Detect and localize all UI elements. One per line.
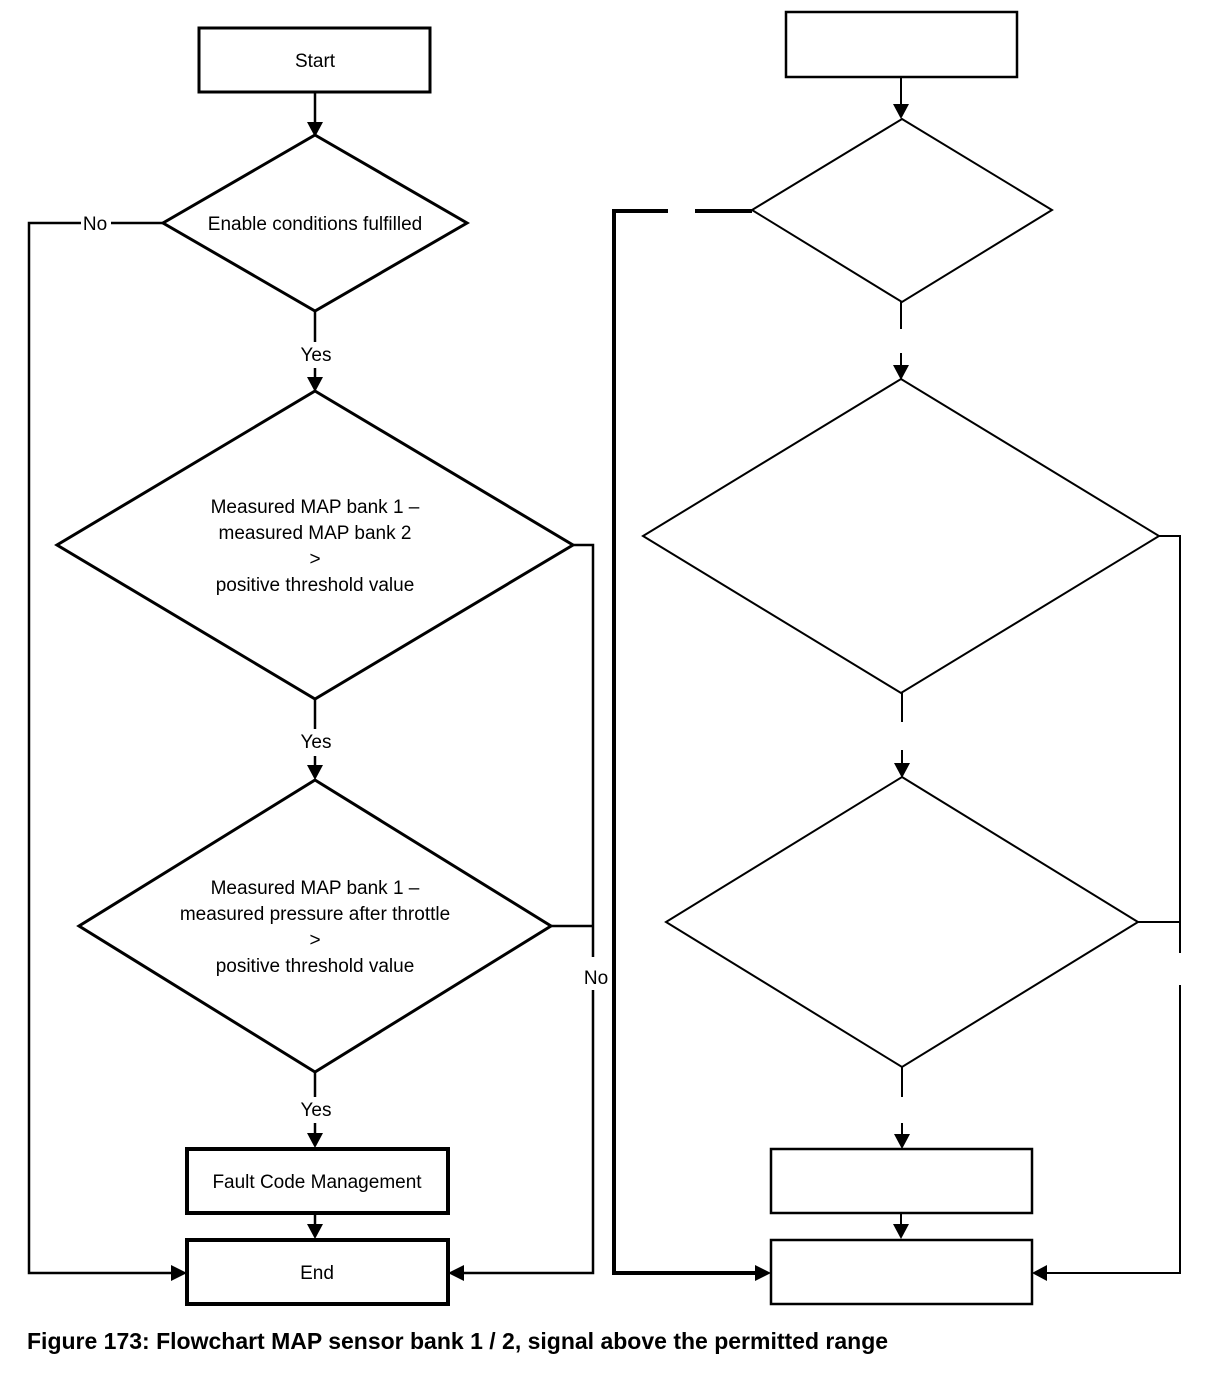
arrowhead-icon bbox=[894, 763, 910, 778]
decision2-empty bbox=[641, 377, 1161, 695]
decision-map-throttle-line3: > bbox=[309, 930, 320, 951]
yes1-label: Yes bbox=[301, 345, 332, 366]
fault-box-empty bbox=[769, 1147, 1034, 1215]
end-box bbox=[185, 1238, 450, 1306]
end-box-empty bbox=[769, 1238, 1034, 1306]
right-flowchart bbox=[612, 10, 1181, 1306]
start-box bbox=[197, 26, 432, 94]
yes2-label: Yes bbox=[301, 732, 332, 753]
decision-map-banks-line3: > bbox=[309, 549, 320, 570]
no-branch-line bbox=[27, 221, 171, 1275]
arrowhead-icon bbox=[171, 1265, 187, 1281]
arrowhead-icon bbox=[448, 1265, 464, 1281]
fault-code-management-box bbox=[185, 1147, 450, 1215]
decision-map-banks bbox=[54, 389, 576, 701]
no-branch-right-line bbox=[464, 543, 595, 1275]
no1-label: No bbox=[83, 214, 107, 235]
left-loop-line bbox=[612, 209, 755, 1275]
no2-label: No bbox=[584, 968, 608, 989]
arrowhead-icon bbox=[307, 765, 323, 780]
figure-caption: Figure 173: Flowchart MAP sensor bank 1 … bbox=[27, 1328, 888, 1354]
arrowhead-icon bbox=[894, 1134, 910, 1149]
decision3-empty bbox=[664, 775, 1140, 1069]
decision-map-throttle-line4: positive threshold value bbox=[216, 956, 415, 977]
arrowhead-icon bbox=[893, 1224, 909, 1239]
right-branch-line bbox=[1047, 535, 1181, 1274]
decision-map-banks-line4: positive threshold value bbox=[216, 575, 415, 596]
decision-map-banks-line2: measured MAP bank 2 bbox=[219, 523, 412, 544]
decision-enable-label: Enable conditions fulfilled bbox=[208, 214, 422, 235]
decision-map-throttle-line1: Measured MAP bank 1 – bbox=[211, 878, 420, 899]
end-label: End bbox=[300, 1263, 334, 1284]
decision1-empty bbox=[750, 117, 1054, 304]
start-label: Start bbox=[295, 51, 336, 72]
arrowhead-icon bbox=[307, 1224, 323, 1239]
decision-map-throttle bbox=[76, 778, 554, 1074]
fault-code-management-label: Fault Code Management bbox=[212, 1172, 422, 1193]
arrowhead-icon bbox=[307, 122, 323, 137]
decision-map-throttle-line2: measured pressure after throttle bbox=[180, 904, 450, 925]
arrowhead-icon bbox=[307, 1133, 323, 1148]
arrowhead-icon bbox=[893, 104, 909, 119]
arrowhead-icon bbox=[307, 377, 323, 392]
yes3-label: Yes bbox=[301, 1100, 332, 1121]
left-flowchart: Start Enable conditions fulfilled No Yes… bbox=[27, 26, 608, 1306]
decision-map-banks-line1: Measured MAP bank 1 – bbox=[211, 497, 420, 518]
arrowhead-icon bbox=[893, 365, 909, 380]
arrowhead-icon bbox=[755, 1265, 771, 1281]
start-box-empty bbox=[784, 10, 1019, 79]
arrowhead-icon bbox=[1032, 1265, 1047, 1281]
